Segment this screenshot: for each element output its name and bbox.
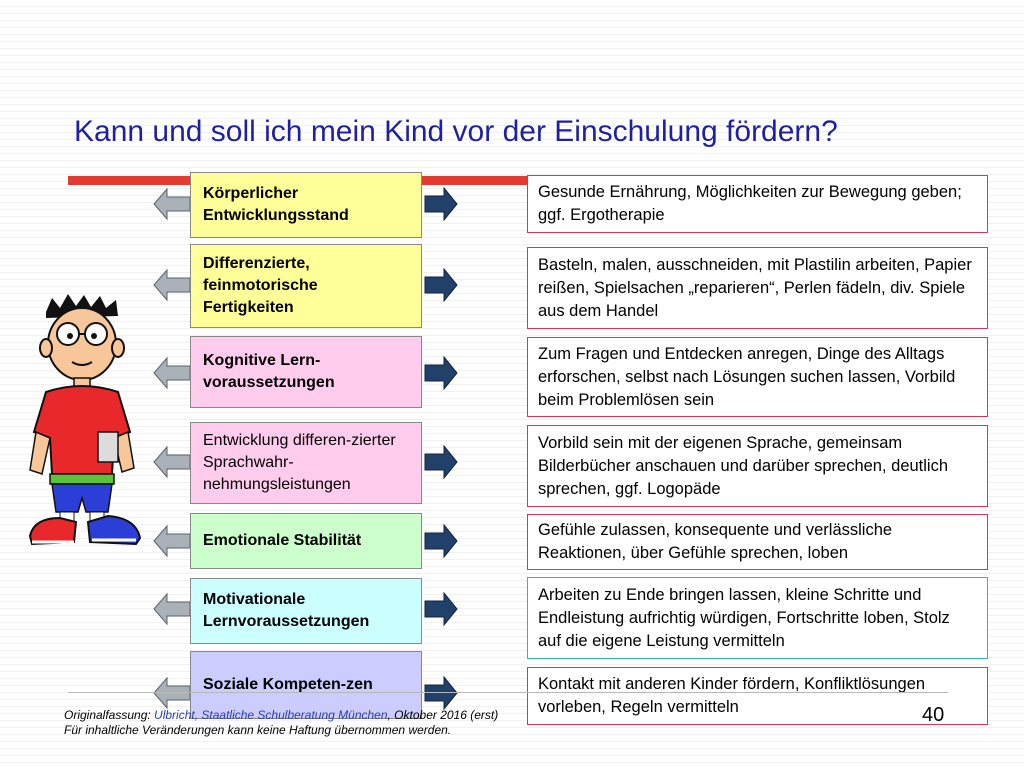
category-label: Differenzierte, feinmotorische Fertigkei… bbox=[203, 255, 318, 316]
description-box: Gesunde Ernährung, Möglichkeiten zur Bew… bbox=[527, 175, 988, 233]
left-arrow-icon bbox=[153, 356, 191, 390]
footnote-source: Originalfassung: Ulbricht, Staatliche Sc… bbox=[64, 708, 498, 723]
description-text: Arbeiten zu Ende bringen lassen, kleine … bbox=[538, 585, 950, 650]
description-box: Kontakt mit anderen Kinder fördern, Konf… bbox=[527, 667, 988, 725]
category-box-emotional: Emotionale Stabilität bbox=[190, 513, 422, 569]
page-number: 40 bbox=[922, 704, 945, 726]
right-arrow-icon bbox=[424, 356, 458, 390]
slide-title: Kann und soll ich mein Kind vor der Eins… bbox=[74, 115, 838, 148]
category-label: Kognitive Lern-voraussetzungen bbox=[203, 352, 335, 391]
left-arrow-icon bbox=[153, 445, 191, 479]
description-text: Vorbild sein mit der eigenen Sprache, ge… bbox=[538, 433, 949, 498]
category-label: Körperlicher Entwicklungsstand bbox=[203, 185, 349, 224]
footnote-link[interactable]: Ulbricht, Staatliche Schulberatung Münch… bbox=[154, 708, 388, 722]
category-label: Motivationale Lernvoraussetzungen bbox=[203, 591, 370, 630]
description-box: Arbeiten zu Ende bringen lassen, kleine … bbox=[527, 577, 988, 659]
description-text: Zum Fragen und Entdecken anregen, Dinge … bbox=[538, 344, 956, 409]
description-text: Gesunde Ernährung, Möglichkeiten zur Bew… bbox=[538, 183, 962, 224]
right-arrow-icon bbox=[424, 524, 458, 558]
right-arrow-icon bbox=[424, 676, 458, 710]
footnote-suffix: , Oktober 2016 (erst) bbox=[387, 708, 499, 722]
description-box: Gefühle zulassen, konsequente und verläs… bbox=[527, 514, 988, 570]
right-arrow-icon bbox=[424, 187, 458, 221]
footnote-disclaimer: Für inhaltliche Veränderungen kann keine… bbox=[64, 723, 452, 737]
category-label: Emotionale Stabilität bbox=[203, 532, 362, 549]
description-text: Kontakt mit anderen Kinder fördern, Konf… bbox=[538, 675, 926, 716]
description-box: Basteln, malen, ausschneiden, mit Plasti… bbox=[527, 247, 988, 329]
left-arrow-icon bbox=[153, 592, 191, 626]
description-box: Zum Fragen und Entdecken anregen, Dinge … bbox=[527, 337, 988, 417]
description-box: Vorbild sein mit der eigenen Sprache, ge… bbox=[527, 425, 988, 507]
left-arrow-icon bbox=[153, 187, 191, 221]
footnote-prefix: Originalfassung: bbox=[64, 708, 155, 722]
category-label: Soziale Kompeten-zen bbox=[203, 676, 373, 693]
description-text: Gefühle zulassen, konsequente und verläs… bbox=[538, 521, 893, 562]
category-box-kognitiv: Kognitive Lern-voraussetzungen bbox=[190, 336, 422, 408]
category-box-sozial: Soziale Kompeten-zen bbox=[190, 651, 422, 719]
category-box-feinmotorik: Differenzierte, feinmotorische Fertigkei… bbox=[190, 244, 422, 328]
category-box-sprachwahrnehmung: Entwicklung differen-zierter Sprachwahr-… bbox=[190, 422, 422, 504]
category-box-koerperlich: Körperlicher Entwicklungsstand bbox=[190, 172, 422, 238]
description-text: Basteln, malen, ausschneiden, mit Plasti… bbox=[538, 255, 972, 320]
left-arrow-icon bbox=[153, 676, 191, 710]
category-label: Entwicklung differen-zierter Sprachwahr-… bbox=[203, 432, 396, 493]
category-box-motivational: Motivationale Lernvoraussetzungen bbox=[190, 578, 422, 644]
right-arrow-icon bbox=[424, 592, 458, 626]
left-arrow-icon bbox=[153, 268, 191, 302]
right-arrow-icon bbox=[424, 268, 458, 302]
cartoon-child-icon bbox=[28, 294, 142, 546]
left-arrow-icon bbox=[153, 524, 191, 558]
footer-rule bbox=[68, 692, 948, 693]
right-arrow-icon bbox=[424, 445, 458, 479]
